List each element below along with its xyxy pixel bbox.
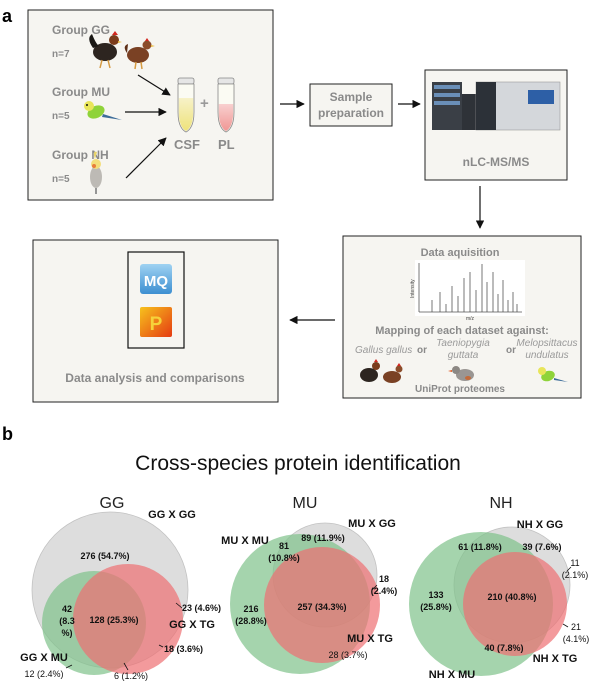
- species-taeniopygia-1: Taeniopygia: [436, 338, 490, 349]
- venn-gg: GG GG X GG 276 (54.7%) 42 (8.3 %) 128 (2…: [20, 495, 221, 681]
- mass-spectrometer-icon: [432, 81, 561, 131]
- pl-label: PL: [218, 137, 235, 152]
- venn-nh-gray-label: NH X GG: [517, 519, 563, 531]
- group-mu-label: Group MU: [52, 85, 110, 99]
- group-gg: Group GG n=7: [52, 23, 155, 70]
- venn-nh-red-label: NH X TG: [533, 653, 578, 665]
- svg-text:MQ: MQ: [144, 273, 168, 290]
- venn-nh-gray-only: 39 (7.6%): [522, 542, 561, 552]
- venn-nh-green-label: NH X MU: [429, 669, 476, 681]
- venn-mu: MU MU X GG MU X MU 89 (11.9%) 81 (10.8%)…: [221, 495, 397, 674]
- species-gallus: Gallus gallus: [355, 345, 412, 356]
- venn-nh-red-only-2: (4.1%): [563, 634, 590, 644]
- venn-nh-green-only-1: 133: [428, 590, 443, 600]
- venn-nh-red-circle: [463, 552, 567, 656]
- group-mu-n: n=5: [52, 111, 70, 122]
- venn-nh-green-gray: 61 (11.8%): [458, 542, 502, 552]
- rooster-icon: [89, 31, 122, 69]
- venn-nh-red-gray-1: 11: [570, 558, 579, 568]
- venn-nh-center: 210 (40.8%): [487, 592, 536, 602]
- venn-mu-red-circle: [264, 547, 380, 663]
- sample-prep-line1: Sample: [330, 90, 373, 104]
- venn-mu-gray-label: MU X GG: [348, 518, 396, 530]
- data-acquisition-label: Data aquisition: [421, 247, 500, 259]
- maxquant-logo-icon: MQ: [140, 264, 172, 294]
- sample-prep-line2: preparation: [318, 106, 384, 120]
- venn-gg-green-label: GG X MU: [20, 652, 68, 664]
- group-nh-label: Group NH: [52, 148, 109, 162]
- venn-mu-green-label: MU X MU: [221, 535, 269, 547]
- mapping-label: Mapping of each dataset against:: [375, 325, 549, 337]
- venn-mu-red-only: 28 (3.7%): [328, 650, 367, 660]
- venn-mu-header: MU: [293, 495, 318, 512]
- group-nh: Group NH n=5: [52, 148, 109, 194]
- venn-gg-red-circle: [73, 564, 183, 674]
- budgerigar-icon: [84, 101, 122, 120]
- hen-icon: [124, 38, 155, 70]
- group-gg-n: n=7: [52, 49, 70, 60]
- venn-gg-header: GG: [100, 495, 125, 512]
- arrow-gg-to-tubes: [137, 74, 171, 96]
- venn-mu-red-label: MU X TG: [347, 633, 393, 645]
- nlc-label: nLC-MS/MS: [463, 155, 530, 169]
- venn-nh-header: NH: [489, 495, 512, 512]
- groups-box: [27, 9, 274, 201]
- group-nh-n: n=5: [52, 174, 70, 185]
- venn-mu-green-gray-2: (10.8%): [268, 553, 300, 563]
- spectrum-ylabel: Intensity: [410, 279, 416, 298]
- species-taeniopygia-2: guttata: [448, 350, 479, 361]
- venn-mu-red-gray-2: (2.4%): [371, 586, 398, 596]
- group-mu: Group MU n=5: [52, 85, 122, 122]
- svg-text:P: P: [150, 314, 163, 335]
- venn-mu-green-only-1: 216: [243, 604, 258, 614]
- venn-gg-gray-only: 276 (54.7%): [80, 551, 129, 561]
- or-1: or: [417, 345, 427, 356]
- venn-nh-green-red: 40 (7.8%): [484, 643, 523, 653]
- or-2: or: [506, 345, 516, 356]
- venn-gg-green-gray-3: %): [62, 628, 73, 638]
- cockatiel-icon: [90, 151, 102, 194]
- data-analysis-label: Data analysis and comparisons: [65, 371, 245, 385]
- venn-gg-green-only: 12 (2.4%): [24, 669, 63, 679]
- venn-gg-green-gray-1: 42: [62, 604, 72, 614]
- venn-gg-green-gray-2: (8.3: [59, 616, 75, 626]
- panel-b-letter: b: [2, 424, 13, 444]
- venn-mu-green-only-2: (28.8%): [235, 616, 267, 626]
- venn-nh-green-only-2: (25.8%): [420, 602, 452, 612]
- venn-nh-red-only-1: 21: [571, 622, 581, 632]
- zebra-finch-icon: [448, 366, 474, 381]
- venn-gg-green-red: 6 (1.2%): [114, 671, 148, 681]
- budgerigar-small-icon: [538, 367, 568, 382]
- panel-b-title: Cross-species protein identification: [135, 452, 461, 475]
- venn-mu-red-gray-1: 18: [379, 574, 389, 584]
- venn-gg-red-gray: 23 (4.6%): [182, 603, 221, 613]
- panel-a-letter: a: [2, 6, 13, 26]
- species-melopsittacus-1: Melopsittacus: [516, 338, 577, 349]
- mass-spectrum-plot: Intensity m/z: [410, 260, 525, 322]
- venn-gg-red-only: 18 (3.6%): [164, 644, 203, 654]
- csf-tube-icon: [177, 77, 195, 133]
- venn-mu-green-gray-1: 81: [279, 541, 289, 551]
- group-gg-label: Group GG: [52, 23, 110, 37]
- chickens-icon: [360, 359, 403, 383]
- venn-nh: NH NH X GG 61 (11.8%) 39 (7.6%) 133 (25.…: [409, 495, 589, 681]
- plus-sign: +: [200, 95, 209, 112]
- perseus-logo-icon: P: [140, 307, 172, 337]
- uniprot-label: UniProt proteomes: [415, 384, 505, 395]
- venn-gg-red-label: GG X TG: [169, 619, 215, 631]
- arrow-nh-to-tubes: [125, 137, 167, 179]
- pl-tube-icon: [217, 77, 235, 133]
- spectrum-xlabel: m/z: [466, 316, 475, 322]
- software-logos-frame: [127, 251, 185, 349]
- venn-nh-red-gray-2: (2.1%): [562, 570, 589, 580]
- species-melopsittacus-2: undulatus: [525, 350, 568, 361]
- sample-prep-box: [309, 83, 393, 127]
- venn-mu-center: 257 (34.3%): [297, 602, 346, 612]
- venn-mu-gray-only: 89 (11.9%): [301, 533, 345, 543]
- venn-gg-gray-label: GG X GG: [148, 509, 196, 521]
- csf-label: CSF: [174, 137, 200, 152]
- venn-gg-center: 128 (25.3%): [89, 615, 138, 625]
